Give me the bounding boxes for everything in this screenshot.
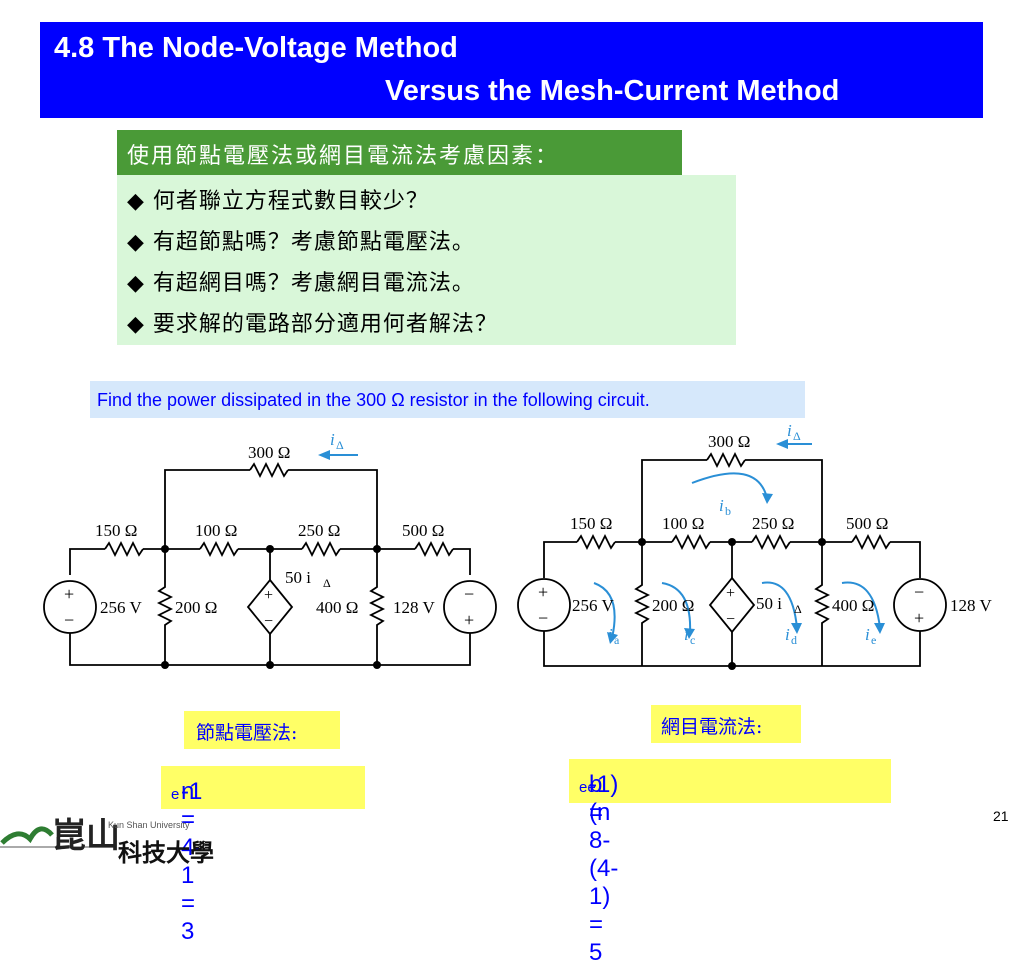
label-200: 200 Ω [652, 596, 694, 615]
eq-n-sub: e [171, 785, 180, 803]
label-400: 400 Ω [832, 596, 874, 615]
university-logo [0, 826, 110, 848]
mesh-current-a-sub: a [614, 633, 620, 647]
plus-sign: + [914, 608, 924, 628]
eq-b: b [589, 771, 603, 798]
i-delta-subscript: Δ [336, 438, 344, 452]
mesh-current-c-sub: c [690, 633, 695, 647]
minus-sign: − [538, 608, 548, 628]
label-300: 300 Ω [248, 443, 290, 462]
label-100: 100 Ω [195, 521, 237, 540]
problem-statement: Find the power dissipated in the 300 Ω r… [90, 381, 805, 418]
plus-sign: + [64, 584, 74, 604]
minus-sign: − [914, 582, 924, 602]
minus-sign: − [64, 610, 74, 630]
label-300: 300 Ω [708, 432, 750, 451]
list-item: ◆ 有超網目嗎？考慮網目電流法。 [127, 271, 475, 296]
problem-text: Find the power dissipated in the 300 Ω r… [97, 390, 650, 410]
slide-title-line1: 4.8 The Node-Voltage Method [54, 32, 458, 64]
plus-sign: + [538, 582, 548, 602]
mesh-current-c-label: i [684, 625, 689, 644]
list-item: ◆ 要求解的電路部分適用何者解法？ [127, 312, 498, 337]
eq-n-sub: e [587, 778, 596, 796]
label-dependent-sub: Δ [323, 576, 331, 590]
mesh-current-e-sub: e [871, 633, 876, 647]
label-150: 150 Ω [95, 521, 137, 540]
mesh-current-a-label: i [608, 625, 613, 644]
page-number: 21 [993, 808, 1009, 824]
logo-chinese-large: 崑山 [52, 816, 120, 856]
circuit-diagram-node: i Δ 300 Ω 150 Ω 100 Ω 250 Ω 500 Ω 256 V … [43, 430, 497, 669]
minus-sign: − [726, 611, 735, 628]
label-128v: 128 V [393, 598, 435, 617]
mesh-current-b-label: i [719, 496, 724, 515]
label-dependent: 50 i [756, 594, 782, 613]
logo-chinese: 科技大學 [118, 838, 214, 867]
considerations-list: ◆ 何者聯立方程式數目較少？ ◆ 有超節點嗎？考慮節點電壓法。 ◆ 有超網目嗎？… [117, 175, 736, 345]
label-500: 500 Ω [402, 521, 444, 540]
label-dependent-sub: Δ [794, 602, 802, 616]
circuit-diagram-mesh: i Δ i b i a i c i d i e 300 Ω 150 Ω 100 … [517, 421, 992, 670]
label-256v: 256 V [100, 598, 142, 617]
label-256v: 256 V [572, 596, 614, 615]
eq-n: n [181, 778, 195, 805]
mesh-current-label-text: 網目電流法: [661, 716, 763, 738]
considerations-heading-text: 使用節點電壓法或網目電流法考慮因素： [127, 144, 560, 169]
i-delta-subscript: Δ [793, 429, 801, 443]
mesh-current-label: 網目電流法: [651, 705, 801, 743]
logo-english: Kun Shan University [108, 820, 190, 830]
considerations-heading: 使用節點電壓法或網目電流法考慮因素： [117, 130, 682, 177]
mesh-current-d-sub: d [791, 633, 797, 647]
label-150: 150 Ω [570, 514, 612, 533]
label-100: 100 Ω [662, 514, 704, 533]
node-voltage-label-text: 節點電壓法: [196, 722, 298, 744]
slide-title-line2: Versus the Mesh-Current Method [385, 75, 840, 107]
list-item: ◆ 有超節點嗎？考慮節點電壓法。 [127, 230, 475, 255]
label-500: 500 Ω [846, 514, 888, 533]
node-voltage-label: 節點電壓法: [184, 711, 340, 749]
eq-b-sub: e [579, 778, 588, 796]
mesh-current-b-sub: b [725, 504, 731, 518]
i-delta-label: i [787, 421, 792, 440]
i-delta-label: i [330, 430, 335, 449]
label-400: 400 Ω [316, 598, 358, 617]
mesh-current-e-label: i [865, 625, 870, 644]
eq-rest: -1) = 8-(4-1) = 5 [589, 771, 619, 966]
label-dependent: 50 i [285, 568, 311, 587]
plus-sign: + [264, 587, 273, 604]
plus-sign: + [464, 610, 474, 630]
title-bar: 4.8 The Node-Voltage Method Versus the M… [40, 22, 983, 118]
mesh-current-d-label: i [785, 625, 790, 644]
eq-mid: -(n [589, 771, 611, 826]
minus-sign: − [464, 584, 474, 604]
minus-sign: − [264, 613, 273, 630]
label-250: 250 Ω [298, 521, 340, 540]
plus-sign: + [726, 585, 735, 602]
label-200: 200 Ω [175, 598, 217, 617]
label-128v: 128 V [950, 596, 992, 615]
label-250: 250 Ω [752, 514, 794, 533]
list-item: ◆ 何者聯立方程式數目較少？ [127, 189, 429, 214]
